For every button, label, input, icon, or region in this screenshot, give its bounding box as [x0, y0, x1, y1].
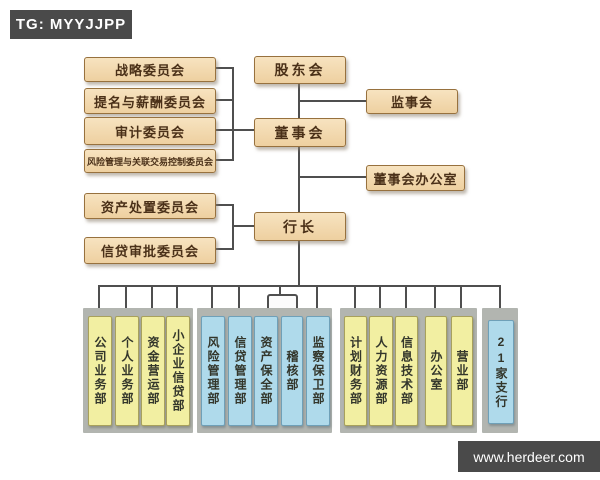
connector-drop [125, 285, 127, 316]
dept-label: 个人业务部 [120, 336, 134, 406]
dept-label: 信贷管理部 [233, 336, 247, 406]
node-president: 行长 [254, 212, 346, 241]
department-group-panel-4: 21家支行 [482, 308, 518, 433]
dept-box: 信贷管理部 [228, 316, 252, 426]
connector-drop [379, 285, 381, 316]
node-asset-disposal-committee: 资产处置委员会 [84, 193, 216, 219]
node-supervisors: 监事会 [366, 89, 458, 114]
connector-drop [434, 285, 436, 316]
connector-bus-line [98, 285, 501, 287]
dept-box: 监察保卫部 [306, 316, 330, 426]
connector-drop [211, 285, 213, 316]
connector-line [298, 145, 300, 212]
connector-line [214, 248, 233, 250]
department-group-panel-2: 风险管理部 信贷管理部 资产保全部 稽核部 监察保卫部 [197, 308, 332, 433]
connector-drop [151, 285, 153, 316]
dept-box: 人力资源部 [369, 316, 393, 426]
node-label: 行长 [283, 218, 317, 235]
node-risk-committee: 风险管理与关联交易控制委员会 [84, 149, 216, 173]
connector-line [232, 225, 254, 227]
node-nomination-committee: 提名与薪酬委员会 [84, 88, 216, 114]
dept-box: 资产保全部 [254, 316, 278, 426]
node-label: 风险管理与关联交易控制委员会 [86, 156, 213, 167]
connector-line [298, 100, 366, 102]
node-label: 股东会 [274, 62, 326, 78]
connector-drop [460, 285, 462, 316]
connector-line [214, 67, 233, 69]
node-label: 资产处置委员会 [100, 199, 199, 215]
dept-box: 稽核部 [281, 316, 303, 426]
node-credit-approval-committee: 信贷审批委员会 [84, 237, 216, 264]
dept-label: 稽核部 [285, 350, 299, 392]
dept-label: 营业部 [455, 350, 469, 392]
node-label: 提名与薪酬委员会 [93, 94, 206, 110]
watermark-text: TG: MYYJJPP [15, 16, 127, 33]
watermark-text: www.herdeer.com [473, 448, 585, 465]
dept-box: 办公室 [425, 316, 447, 426]
dept-label: 人力资源部 [374, 336, 388, 406]
node-label: 董事会 [274, 124, 326, 141]
dept-box: 小企业信贷部 [166, 316, 190, 426]
connector-line [232, 204, 234, 250]
dept-box: 计划财务部 [344, 316, 367, 426]
connector-drop [98, 285, 100, 316]
connector-drop [316, 285, 318, 316]
connector-drop [405, 285, 407, 316]
connector-line [214, 204, 233, 206]
node-label: 董事会办公室 [373, 171, 458, 187]
node-audit-committee: 审计委员会 [84, 117, 216, 145]
dept-label: 资金营运部 [146, 336, 160, 406]
department-group-panel-3: 计划财务部 人力资源部 信息技术部 办公室 营业部 [340, 308, 477, 433]
dept-box: 资金营运部 [141, 316, 165, 426]
connector-drop [238, 285, 240, 316]
watermark-badge-top-left: TG: MYYJJPP [10, 10, 132, 39]
connector-drop [354, 285, 356, 316]
dept-box: 21家支行 [488, 320, 514, 424]
node-label: 信贷审批委员会 [100, 244, 199, 259]
dept-label: 信息技术部 [399, 336, 414, 406]
node-shareholders: 股东会 [254, 56, 346, 84]
connector-line [298, 176, 366, 178]
dept-label: 办公室 [429, 350, 443, 392]
dept-box: 信息技术部 [395, 316, 418, 426]
connector-stub [279, 285, 281, 294]
node-label: 战略委员会 [114, 63, 185, 78]
connector-line [214, 99, 233, 101]
dept-box: 风险管理部 [201, 316, 225, 426]
dept-label: 风险管理部 [206, 336, 220, 406]
dept-label: 计划财务部 [348, 336, 363, 406]
node-strategy-committee: 战略委员会 [84, 57, 216, 82]
connector-line [214, 159, 233, 161]
node-board-office: 董事会办公室 [366, 165, 465, 191]
node-label: 监事会 [390, 95, 433, 110]
dept-label: 小企业信贷部 [171, 329, 185, 413]
department-group-panel-1: 公司业务部 个人业务部 资金营运部 小企业信贷部 [83, 308, 193, 433]
dept-box: 公司业务部 [88, 316, 112, 426]
dept-label: 公司业务部 [93, 336, 107, 406]
connector-line [298, 239, 300, 287]
dept-label: 21家支行 [494, 335, 508, 409]
node-label: 审计委员会 [114, 124, 185, 140]
connector-line [214, 129, 254, 131]
dept-label: 监察保卫部 [311, 336, 325, 406]
dept-label: 资产保全部 [259, 336, 273, 406]
node-board: 董事会 [254, 118, 346, 147]
connector-drop [176, 285, 178, 316]
dept-box: 营业部 [451, 316, 473, 426]
dept-box: 个人业务部 [115, 316, 139, 426]
connector-drop [499, 285, 501, 320]
watermark-badge-bottom-right: www.herdeer.com [458, 441, 600, 472]
connector-line [232, 67, 234, 161]
